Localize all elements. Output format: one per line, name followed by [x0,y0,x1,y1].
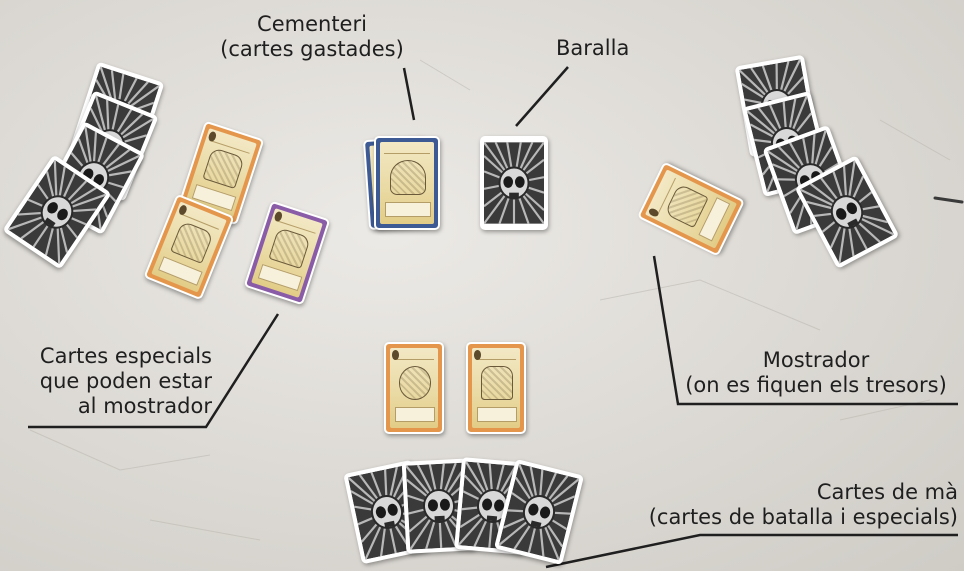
player-card[interactable] [466,342,526,434]
hand-label: Cartes de mà (cartes de batalla i especi… [624,480,958,530]
special-cards-line1: Cartes especials [39,344,212,368]
deck-title: Baralla [556,36,630,60]
graveyard-title: Cementeri [257,12,367,36]
special-cards-line2: que poden estar [39,369,212,393]
shop-label: Mostrador (on es fiquen els tresors) [676,348,956,398]
deck-label: Baralla [556,36,646,61]
deck-card[interactable] [480,136,548,230]
special-cards-line3: al mostrador [77,394,212,418]
graveyard-top-card[interactable] [374,136,440,230]
graveyard-label: Cementeri (cartes gastades) [212,12,412,62]
graveyard-subtitle: (cartes gastades) [220,37,404,61]
special-cards-label: Cartes especials que poden estar al most… [6,344,212,419]
hand-title: Cartes de mà [816,480,958,504]
player-card[interactable] [384,342,444,434]
hand-subtitle: (cartes de batalla i especials) [648,505,958,529]
shop-subtitle: (on es fiquen els tresors) [685,373,947,397]
shop-title: Mostrador [762,348,870,372]
